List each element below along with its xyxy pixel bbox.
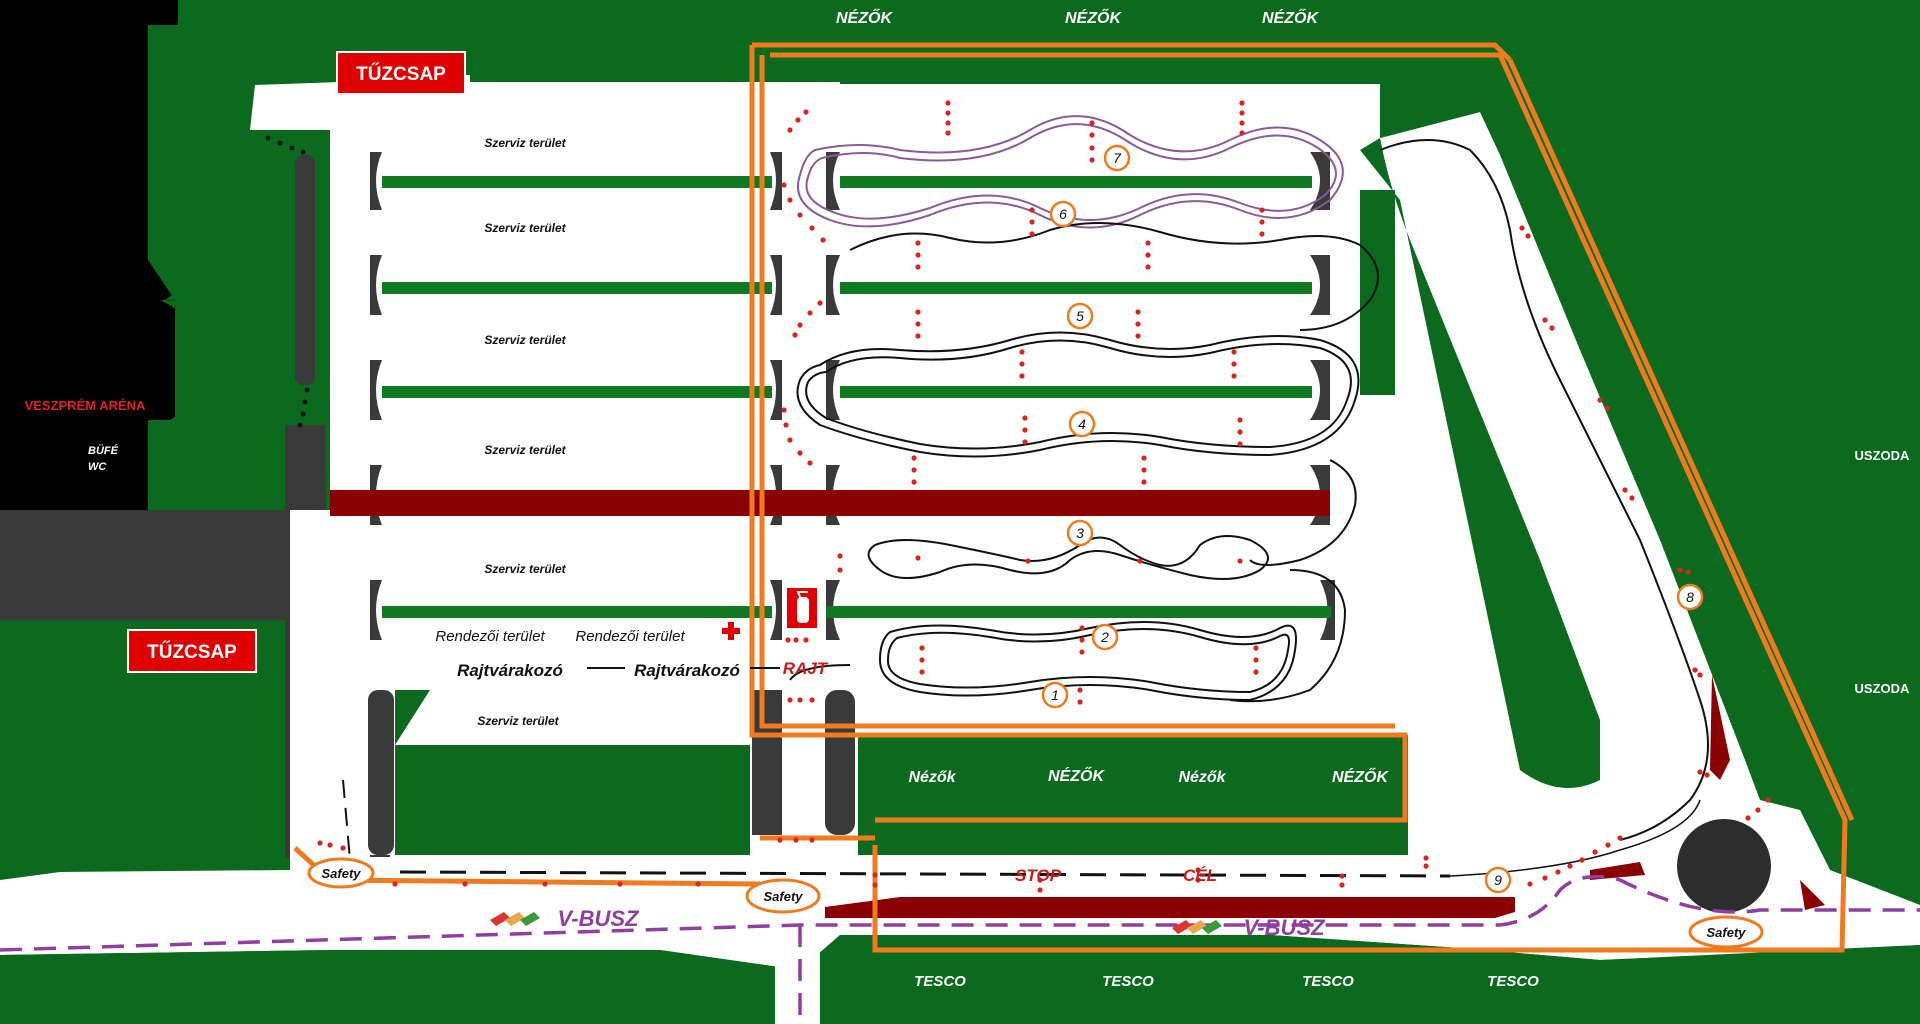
organizer-area-label-2: Rendezői terület xyxy=(575,628,685,645)
service-area-label-1: Szerviz terület xyxy=(484,136,566,150)
grass-strip-inner xyxy=(1360,190,1395,395)
cone-markers xyxy=(317,100,1771,893)
pool-label-1: USZODA xyxy=(1855,448,1911,463)
centerline-dashes xyxy=(399,870,1451,878)
start-label: RAJT xyxy=(783,659,829,678)
stop-label: STOP xyxy=(1015,866,1062,885)
spectators-mid-1: Nézők xyxy=(908,769,956,786)
driveway-west xyxy=(295,155,315,385)
safety-label-2: Safety xyxy=(763,889,803,904)
barrier-dots xyxy=(265,135,310,428)
bus-logo-icon xyxy=(490,912,1222,934)
service-area-label-5: Szerviz terület xyxy=(484,562,566,576)
spectators-top-1: NÉZŐK xyxy=(836,8,893,27)
hydrant-sign-west xyxy=(127,629,257,673)
bus-route xyxy=(0,874,1920,1024)
start-connector xyxy=(750,667,780,669)
loops-black xyxy=(789,139,1709,841)
spectators-mid-3: Nézők xyxy=(1178,769,1226,786)
service-area-label-4: Szerviz terület xyxy=(484,443,566,457)
centerline-west xyxy=(342,779,351,861)
grass-patch-center xyxy=(395,745,750,855)
grass-strip-east xyxy=(1360,138,1600,788)
grass-top xyxy=(755,0,1480,138)
island-east xyxy=(1710,675,1730,780)
spectators-mid-4: NÉZŐK xyxy=(1332,767,1389,786)
waypoint-6: 6 xyxy=(1059,206,1067,222)
tesco-label-3: TESCO xyxy=(1302,973,1354,990)
pool-label-2: USZODA xyxy=(1855,681,1911,696)
finish-label: CÉL xyxy=(1183,866,1217,885)
hydrant-sign-north xyxy=(336,51,466,95)
start-waiting-label-1: Rajtvárakozó xyxy=(457,661,563,680)
first-aid-icon xyxy=(722,622,740,640)
event-boundary xyxy=(293,42,1855,953)
safety-label-1: Safety xyxy=(321,866,361,881)
organizer-area-label-1: Rendezői terület xyxy=(435,628,545,645)
fire-extinguisher-icon xyxy=(787,588,817,628)
waypoint-8: 8 xyxy=(1686,589,1694,605)
arena-bay-lower xyxy=(160,300,252,420)
wc-label: WC xyxy=(88,461,107,473)
bus-lane-south xyxy=(775,930,820,1024)
bus-label-1: V-BUSZ xyxy=(557,906,640,931)
service-area-label-2: Szerviz terület xyxy=(484,221,566,235)
arena-building xyxy=(0,0,178,510)
start-waiting-label-2: Rajtvárakozó xyxy=(634,661,740,680)
top-edge xyxy=(460,82,760,87)
service-area-label-3: Szerviz terület xyxy=(484,333,566,347)
tesco-label-2: TESCO xyxy=(1102,973,1154,990)
safety-label-3: Safety xyxy=(1706,925,1746,940)
hydrant-label-north: TŰZCSAP xyxy=(356,63,446,85)
entrance-road xyxy=(0,425,330,858)
waypoint-4: 4 xyxy=(1078,416,1086,432)
service-dividers xyxy=(330,176,1331,857)
spectator-lawn xyxy=(858,735,1408,855)
tesco-label-1: TESCO xyxy=(914,973,966,990)
grass-bottom xyxy=(0,935,1920,1024)
waypoint-circles xyxy=(1041,144,1704,894)
arena-label: VESZPRÉM ARÉNA xyxy=(25,398,146,413)
safety-ellipses xyxy=(307,857,1764,949)
hydrant-label-west: TŰZCSAP xyxy=(147,641,237,663)
waypoint-1: 1 xyxy=(1051,687,1059,703)
waypoint-3: 3 xyxy=(1076,525,1084,541)
tesco-label-4: TESCO xyxy=(1487,973,1539,990)
loops-purple xyxy=(797,115,1344,229)
island-roundabout-e xyxy=(1800,880,1825,910)
waypoint-9: 9 xyxy=(1494,872,1502,888)
waypoint-5: 5 xyxy=(1076,308,1084,324)
waypoint-7: 7 xyxy=(1113,150,1122,166)
arena-bay-upper xyxy=(160,155,252,300)
spectators-mid-2: NÉZŐK xyxy=(1048,766,1105,785)
roundabout xyxy=(1677,819,1771,913)
bufe-label: BÜFÉ xyxy=(88,444,119,457)
bus-label-2: V-BUSZ xyxy=(1243,915,1326,940)
service-pad-lower xyxy=(398,688,680,745)
grass-wedge xyxy=(395,690,430,745)
start-waiting-connector xyxy=(587,667,625,669)
spectators-top-3: NÉZŐK xyxy=(1262,8,1319,27)
driveway-south-c xyxy=(825,690,855,835)
spectators-top-2: NÉZŐK xyxy=(1065,8,1122,27)
service-area-label-6: Szerviz terület xyxy=(477,714,559,728)
driveway-south-a xyxy=(368,690,394,855)
waypoint-2: 2 xyxy=(1100,629,1109,645)
island-bottom xyxy=(825,897,1515,918)
driveway-south-b xyxy=(752,690,782,835)
